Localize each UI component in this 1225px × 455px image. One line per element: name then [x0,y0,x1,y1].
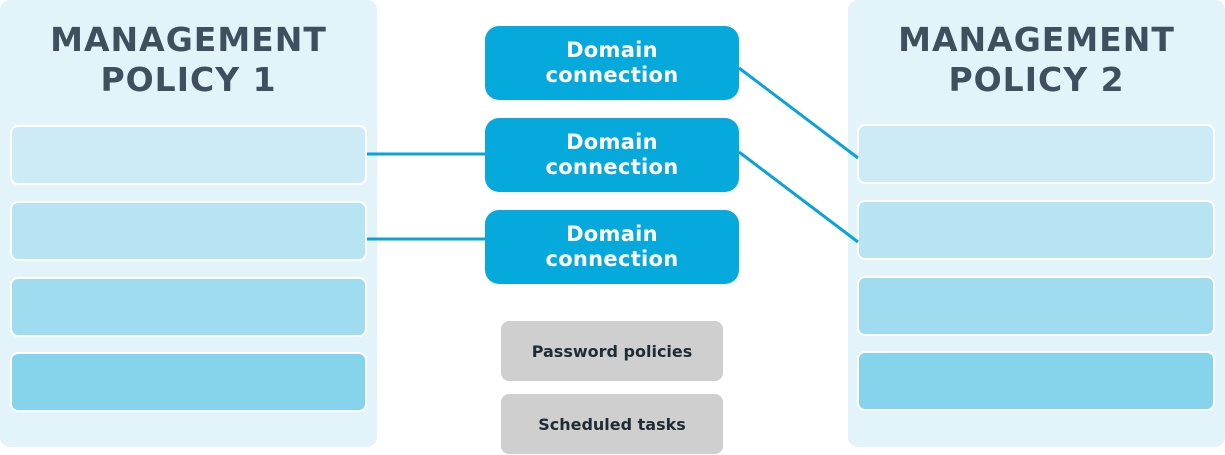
policy-1-slot-4 [10,352,367,412]
password-policies-box[interactable]: Password policies [501,321,723,381]
management-policy-1-panel: MANAGEMENT POLICY 1 [0,0,377,447]
domain-connection-3[interactable]: Domain connection [485,210,739,284]
management-policy-1-title: MANAGEMENT POLICY 1 [50,20,327,99]
policy-2-slot-2 [857,200,1215,260]
management-policy-2-title: MANAGEMENT POLICY 2 [898,20,1175,99]
policy-2-slot-3 [857,276,1215,336]
management-policy-2-panel: MANAGEMENT POLICY 2 [848,0,1225,447]
domain-connection-2[interactable]: Domain connection [485,118,739,192]
connector-dc2-to-policy2-slot2 [738,150,859,244]
connector-dc1-to-policy2-slot1 [738,66,859,160]
policy-1-slot-1 [10,125,367,185]
domain-connection-1[interactable]: Domain connection [485,26,739,100]
scheduled-tasks-box[interactable]: Scheduled tasks [501,394,723,454]
policy-2-slot-1 [857,124,1215,184]
policy-1-slot-3 [10,277,367,337]
policy-2-slot-4 [857,351,1215,411]
policy-1-slot-2 [10,201,367,261]
